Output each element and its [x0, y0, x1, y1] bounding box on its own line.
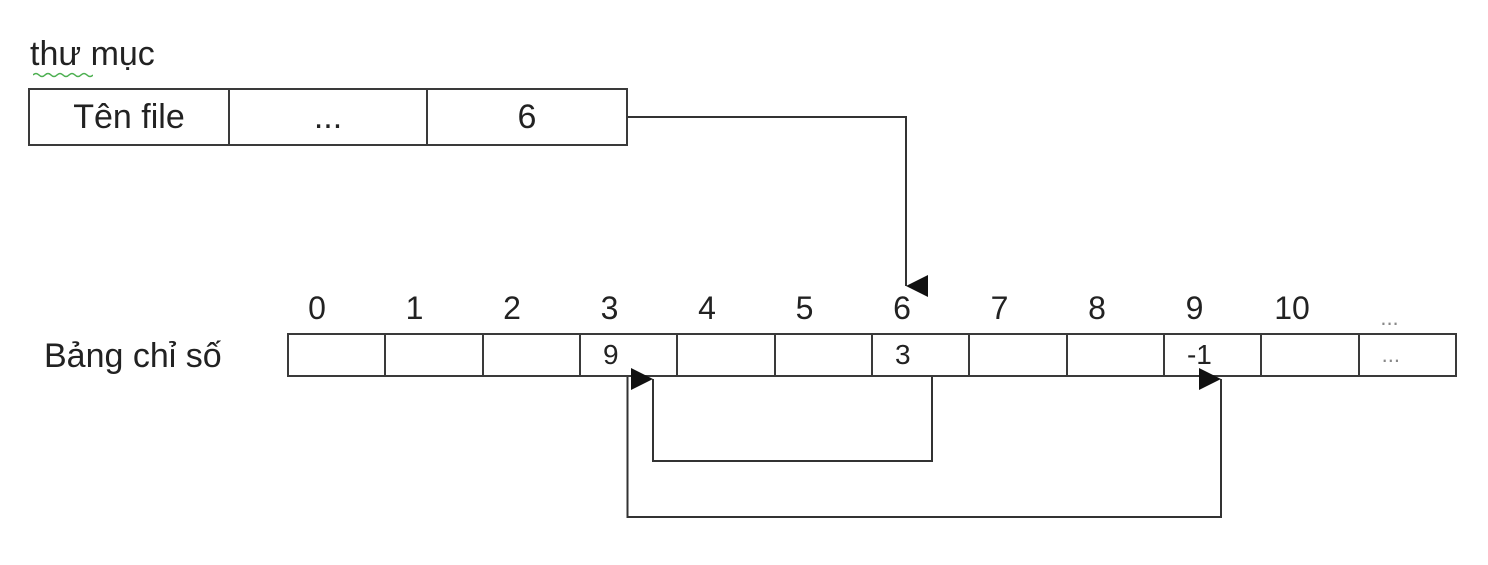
- link-block-6-to-block-3: [631, 368, 933, 462]
- index-number-1: 1: [405, 290, 424, 326]
- index-cell-4: [678, 335, 776, 375]
- directory-attributes-cell: ...: [230, 90, 428, 144]
- index-number-6: 6: [893, 290, 911, 326]
- index-number-0: 0: [308, 290, 326, 326]
- link-block-3-to-block-9: [626, 368, 1222, 518]
- index-cell-0: [289, 335, 387, 375]
- index-cell-2: [484, 335, 581, 375]
- directory-entry-table: Tên file ... 6: [28, 88, 628, 146]
- index-number-10: 10: [1274, 290, 1310, 326]
- index-cell-11: ...: [1381, 342, 1400, 367]
- index-cell-6: 3: [873, 335, 971, 375]
- index-number-4: 4: [698, 290, 716, 326]
- index-number-3: 3: [600, 290, 619, 326]
- directory-start-block-cell: 6: [517, 97, 537, 136]
- directory-filename-cell: Tên file: [30, 90, 230, 144]
- index-cell-1: [386, 335, 484, 375]
- index-number-11: ...: [1380, 305, 1399, 330]
- index-table: 9 3 -1...: [287, 333, 1457, 377]
- index-table-label: Bảng chỉ số: [44, 337, 222, 375]
- spellcheck-underline: [33, 72, 93, 78]
- index-cell-5: [776, 335, 873, 375]
- index-cell-7: [970, 335, 1068, 375]
- index-number-7: 7: [990, 290, 1009, 326]
- index-number-8: 8: [1088, 290, 1106, 326]
- index-cell-3: 9: [581, 335, 679, 375]
- index-cell-9: -1: [1165, 335, 1263, 375]
- link-directory-to-block-6: [628, 116, 928, 297]
- index-number-5: 5: [795, 290, 814, 326]
- index-cell-8: [1068, 335, 1165, 375]
- directory-label: thư mục: [30, 35, 155, 73]
- index-number-2: 2: [503, 290, 521, 326]
- index-number-9: 9: [1185, 290, 1204, 326]
- index-cell-10: [1262, 335, 1360, 375]
